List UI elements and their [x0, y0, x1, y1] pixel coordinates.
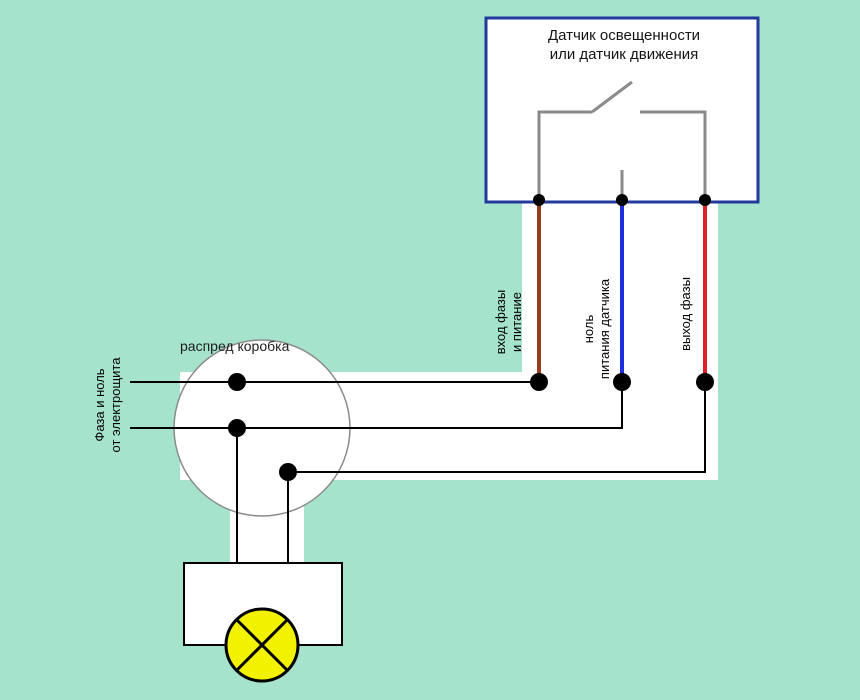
source-label: Фаза и ноль от электрощита [92, 340, 126, 470]
lamp-icon [224, 607, 300, 683]
terminal-dot [533, 194, 545, 206]
label-phase-out-line1: выход фазы [678, 277, 693, 351]
switch-contact-icon [537, 80, 707, 200]
label-phase-in: вход фазы и питание [493, 262, 527, 382]
black-wires [130, 381, 706, 565]
label-phase-in-line2: и питание [509, 292, 524, 352]
label-phase-in-line1: вход фазы [493, 289, 508, 355]
label-neutral-line1: ноль [581, 314, 596, 344]
sensor-title-line1: Датчик освещенности [547, 27, 701, 44]
terminals [228, 194, 714, 481]
source-label-line2: от электрощита [108, 357, 123, 453]
terminal-dot [530, 373, 548, 391]
label-neutral: ноль питания датчика [581, 264, 615, 394]
terminal-dot [228, 373, 246, 391]
terminal-dot [699, 194, 711, 206]
terminal-dot [613, 373, 631, 391]
terminal-dot [696, 373, 714, 391]
terminal-dot [616, 194, 628, 206]
terminal-dot [228, 419, 246, 437]
label-neutral-line2: питания датчика [597, 278, 612, 380]
sensor-title-line2: или датчик движения [549, 46, 699, 63]
terminal-dot [279, 463, 297, 481]
source-label-line1: Фаза и ноль [92, 368, 107, 442]
junction-box-label: распред коробка [180, 338, 290, 354]
label-phase-out: выход фазы [678, 264, 696, 364]
